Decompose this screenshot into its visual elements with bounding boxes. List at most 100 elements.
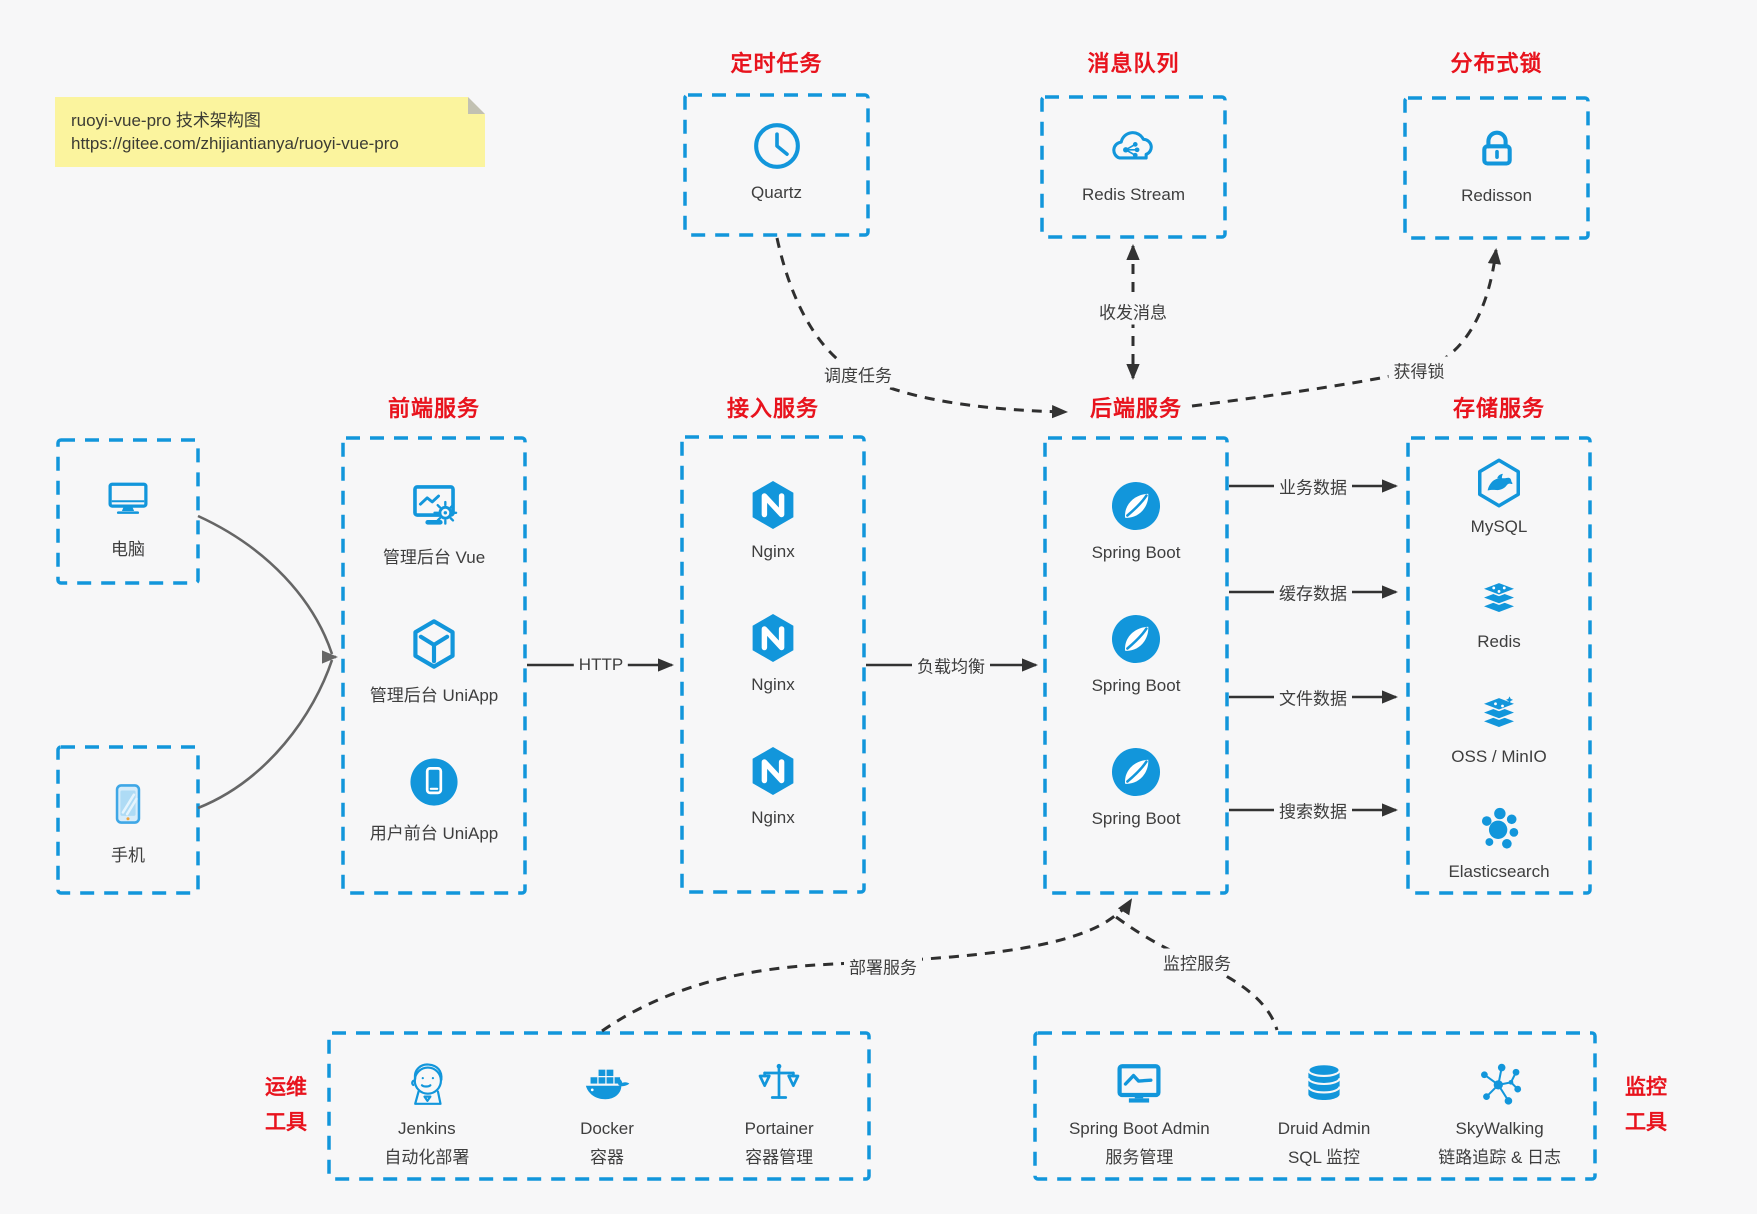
skywalking-label: SkyWalking <box>1455 1119 1544 1138</box>
client-arrows <box>197 514 338 810</box>
flow-arrows <box>527 479 1398 817</box>
redis-stream-label: Redis Stream <box>1082 185 1185 204</box>
redis-stream-item: Redis Stream <box>1082 119 1185 205</box>
admin-uniapp-item: 管理后台 UniApp <box>370 615 498 706</box>
spring-boot-icon <box>1107 610 1165 668</box>
redis-item: Redis <box>1471 570 1527 652</box>
spring-boot-item: Spring Boot <box>1091 477 1181 563</box>
user-uniapp-label: 用户前台 UniApp <box>369 824 499 843</box>
redis-label: Redis <box>1477 632 1521 651</box>
skywalking-item: SkyWalking 链路追踪 & 日志 <box>1438 1057 1561 1168</box>
spring-boot-icon <box>1107 743 1165 801</box>
ops-label-line2: 工具 <box>265 1111 307 1134</box>
mysql-icon <box>1471 455 1527 511</box>
druid-icon <box>1297 1057 1351 1111</box>
redisson-box: Redisson <box>1405 98 1588 238</box>
ops-tools-box: Jenkins 自动化部署 Docker 容器 Portainer 容器管理 <box>329 1033 869 1179</box>
monitor-label-line1: 监控 <box>1625 1076 1667 1099</box>
user-uniapp-item: 用户前台 UniApp <box>370 753 498 844</box>
group-borders <box>56 93 1597 1181</box>
portainer-icon <box>752 1057 806 1111</box>
spring-boot-icon <box>1107 477 1165 535</box>
quartz-item: Quartz <box>748 117 806 203</box>
nginx-item: Nginx <box>744 476 802 562</box>
edge-label-schedule: 调度任务 <box>819 360 897 388</box>
redisson-item: Redisson <box>1461 120 1532 206</box>
oss-stack-icon <box>1471 685 1527 741</box>
title-storage-services: 存储服务 <box>1452 396 1545 421</box>
lock-icon <box>1468 120 1526 178</box>
elasticsearch-item: Elasticsearch <box>1448 800 1550 882</box>
mobile-client-label: 手机 <box>111 846 145 865</box>
pc-client-box: 电脑 <box>58 440 198 583</box>
druid-item: Druid Admin SQL 监控 <box>1277 1057 1371 1168</box>
edge-label-http: HTTP <box>573 654 629 676</box>
edge-label-cache-data: 缓存数据 <box>1274 578 1352 606</box>
clock-icon <box>748 117 806 175</box>
monitor-label-line2: 工具 <box>1625 1111 1667 1134</box>
nginx-icon <box>744 742 802 800</box>
ops-tools-side-label: 运维 工具 <box>246 1070 326 1140</box>
redis-stack-icon <box>1471 570 1527 626</box>
note-fold-corner <box>468 97 485 114</box>
druid-label: Druid Admin <box>1277 1119 1371 1138</box>
cloud-mq-icon <box>1104 119 1162 177</box>
note-title: ruoyi-vue-pro 技术架构图 <box>71 111 261 130</box>
quartz-label: Quartz <box>750 183 803 202</box>
desktop-icon <box>102 472 154 524</box>
monitor-tools-side-label: 监控 工具 <box>1606 1070 1686 1140</box>
title-message-queue: 消息队列 <box>1087 51 1180 76</box>
title-access-services: 接入服务 <box>726 396 819 421</box>
portainer-item: Portainer 容器管理 <box>745 1057 814 1168</box>
docker-label: Docker <box>580 1119 634 1138</box>
spring-boot-admin-icon <box>1112 1057 1166 1111</box>
smartphone-icon <box>101 777 155 831</box>
spring-boot-label: Spring Boot <box>1091 543 1181 562</box>
spring-boot-item: Spring Boot <box>1092 743 1180 829</box>
nginx-item: Nginx <box>744 609 802 695</box>
spring-boot-label: Spring Boot <box>1091 676 1181 695</box>
edge-label-file-data: 文件数据 <box>1274 683 1352 711</box>
jenkins-sublabel: 自动化部署 <box>384 1148 470 1167</box>
jenkins-label: Jenkins <box>398 1119 456 1138</box>
pc-client-label: 电脑 <box>111 540 145 559</box>
access-services-box: Nginx Nginx Nginx <box>682 437 864 892</box>
portainer-sublabel: 容器管理 <box>745 1148 814 1167</box>
mysql-item: MySQL <box>1471 455 1527 537</box>
frontend-services-box: 管理后台 Vue 管理后台 UniApp 用户前台 UniApp <box>343 438 525 893</box>
redis-stream-box: Redis Stream <box>1042 97 1225 237</box>
user-uniapp-icon <box>405 753 463 811</box>
docker-sublabel: 容器 <box>590 1148 624 1167</box>
backend-services-box: Spring Boot Spring Boot Spring Boot <box>1045 438 1227 893</box>
edge-label-deploy: 部署服务 <box>844 952 922 980</box>
spring-boot-admin-label: Spring Boot Admin <box>1068 1119 1210 1138</box>
jenkins-item: Jenkins 自动化部署 <box>384 1057 469 1168</box>
title-frontend-services: 前端服务 <box>387 396 480 421</box>
ops-label-line1: 运维 <box>265 1076 307 1099</box>
docker-icon <box>580 1057 634 1111</box>
druid-sublabel: SQL 监控 <box>1287 1148 1361 1167</box>
nginx-label: Nginx <box>751 675 795 694</box>
edge-label-load-balance: 负载均衡 <box>912 651 990 679</box>
edge-label-search-data: 搜索数据 <box>1274 796 1352 824</box>
storage-services-box: MySQL Redis OSS / MinIO Elasticsearch <box>1408 438 1590 893</box>
nginx-label: Nginx <box>751 542 795 561</box>
spring-boot-item: Spring Boot <box>1091 610 1181 696</box>
jenkins-icon <box>400 1057 454 1111</box>
admin-vue-item: 管理后台 Vue <box>383 477 485 568</box>
redisson-label: Redisson <box>1461 186 1532 205</box>
portainer-label: Portainer <box>744 1119 814 1138</box>
oss-minio-item: OSS / MinIO <box>1451 685 1547 767</box>
elasticsearch-icon <box>1471 800 1527 856</box>
admin-uniapp-label: 管理后台 UniApp <box>369 686 499 705</box>
nginx-icon <box>744 476 802 534</box>
skywalking-sublabel: 链路追踪 & 日志 <box>1438 1148 1562 1167</box>
title-scheduled-tasks: 定时任务 <box>730 51 823 76</box>
monitor-tools-box: Spring Boot Admin 服务管理 Druid Admin SQL 监… <box>1035 1033 1595 1179</box>
edge-label-business-data: 业务数据 <box>1274 472 1352 500</box>
uniapp-cube-icon <box>405 615 463 673</box>
sticky-note: ruoyi-vue-pro 技术架构图 https://gitee.com/zh… <box>55 97 485 167</box>
note-url: https://gitee.com/zhijiantianya/ruoyi-vu… <box>71 134 399 153</box>
elasticsearch-label: Elasticsearch <box>1448 862 1550 881</box>
